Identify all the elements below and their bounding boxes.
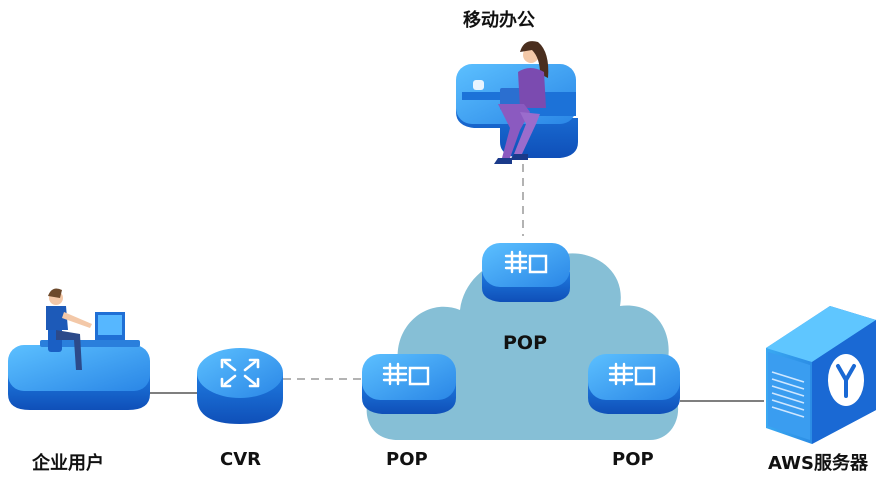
enterprise-user-label: 企业用户	[32, 453, 104, 474]
pop-right-label: POP	[612, 449, 654, 470]
pop-node-left	[362, 354, 456, 414]
aws-server-illustration	[766, 306, 876, 444]
server-logo-icon	[828, 354, 864, 406]
router-arrows-icon	[504, 250, 548, 274]
mobile-office-illustration	[456, 41, 578, 164]
router-arrows-icon	[608, 362, 656, 386]
enterprise-user-illustration	[8, 288, 150, 410]
aws-server-label: AWS服务器	[768, 453, 868, 474]
pop-left-label: POP	[386, 449, 428, 470]
cvr-label: CVR	[220, 449, 262, 470]
mobile-office-label: 移动办公	[463, 10, 535, 31]
pop-node-center	[482, 243, 570, 302]
pop-center-label: POP	[503, 332, 548, 354]
router-cross-arrows-icon	[220, 358, 260, 388]
router-arrows-icon	[382, 362, 430, 386]
cvr-node	[197, 348, 283, 424]
pop-node-right	[588, 354, 680, 414]
